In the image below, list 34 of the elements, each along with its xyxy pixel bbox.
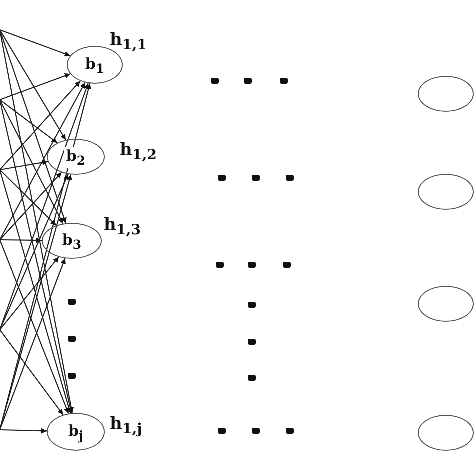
output-label: h$_{1,2}$ [120,140,158,164]
arrow [0,174,69,330]
arrow [0,29,71,57]
neuron-ellipse [418,76,474,112]
neuron-ellipse [418,415,474,451]
arrow [0,30,67,224]
arrow [0,256,60,330]
arrow [0,258,66,430]
arrow [0,100,74,414]
neuron-ellipse [42,223,102,259]
arrow [0,100,64,224]
arrow [0,160,48,171]
arrow [0,30,74,414]
arrow [0,100,58,144]
arrow [0,330,64,416]
output-label: h$_{1,3}$ [104,215,142,238]
arrow [0,83,90,330]
arrow [0,240,70,414]
arrow [0,172,62,240]
arrow [0,170,57,226]
arrow [0,30,66,140]
output-label: h$_{1,1}$ [110,30,148,54]
arrow [0,80,81,170]
arrow [0,82,86,240]
neuron-ellipse [47,413,105,451]
neuron-ellipse [47,139,105,175]
neuron-ellipse [418,174,474,210]
output-label: h$_{1,j}$ [110,414,142,438]
arrow [0,428,48,434]
neuron-label: b$_{3}$ [60,230,84,252]
neuron-ellipse [67,46,123,84]
arrow [0,238,42,244]
arrow [0,73,71,101]
neuron-ellipse [418,286,474,322]
